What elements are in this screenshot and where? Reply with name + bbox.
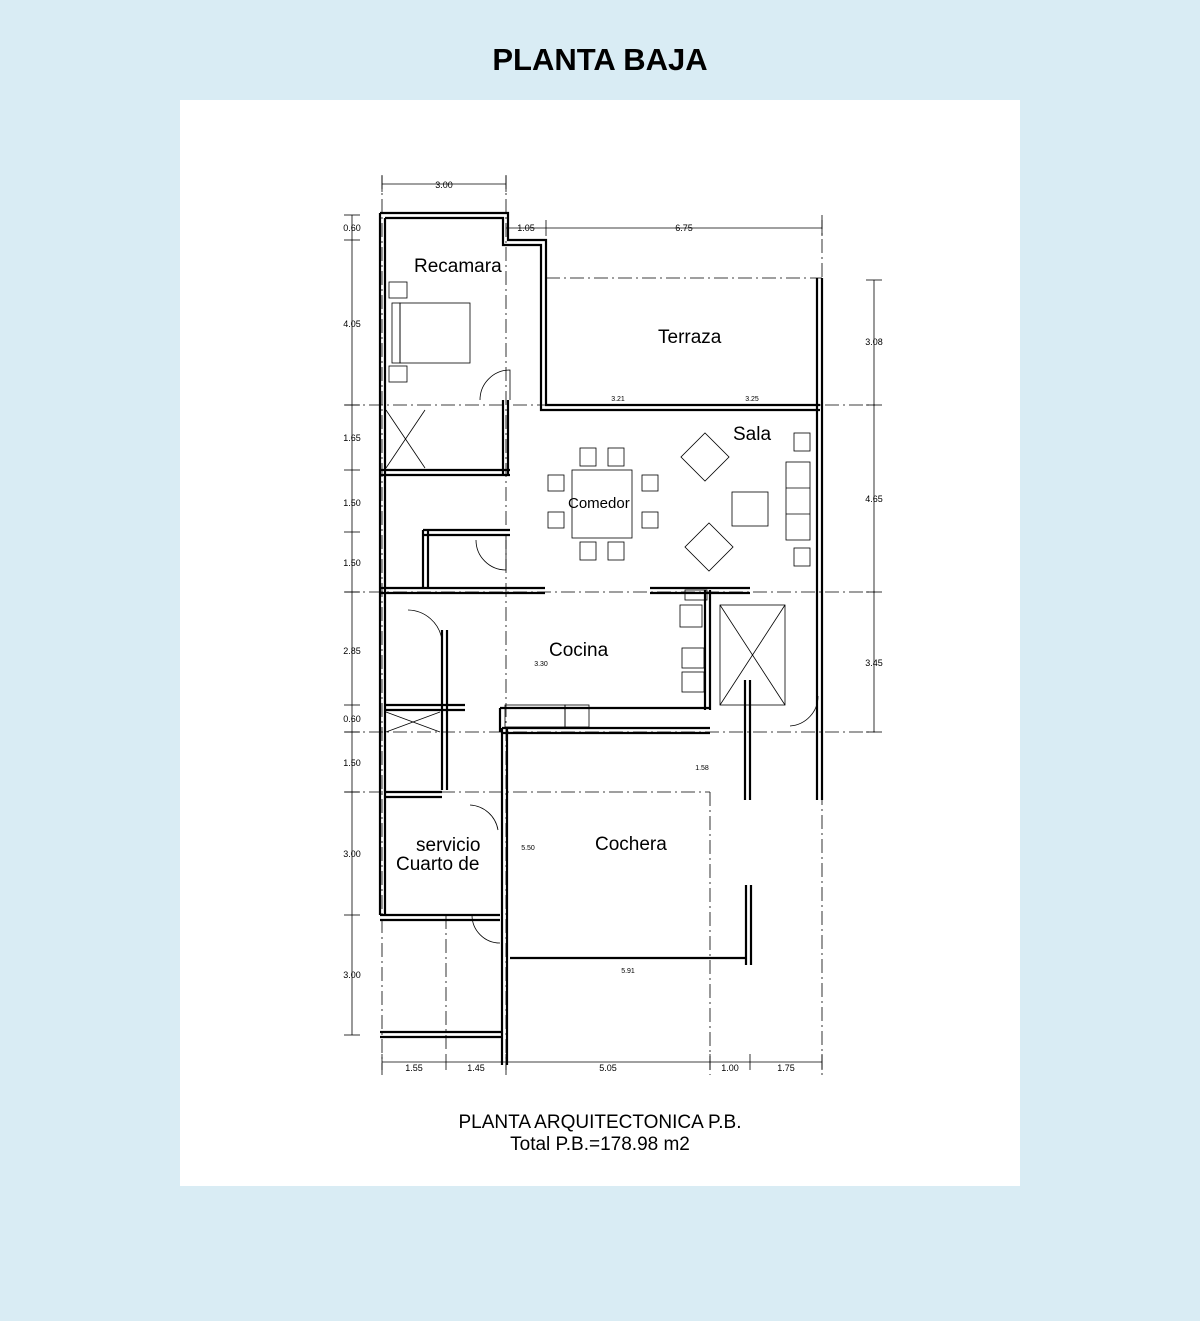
dim-left-10: 3.00: [343, 970, 361, 980]
dim-left-6: 2.85: [343, 646, 361, 656]
dim-bottom-3: 5.05: [599, 1063, 617, 1073]
dim-terraza-b: 3.25: [745, 396, 759, 403]
axis-lines: [345, 175, 875, 1075]
plan-caption-title: PLANTA ARQUITECTONICA P.B.: [458, 1112, 742, 1133]
room-recamara: Recamara: [414, 256, 502, 277]
room-servicio-line1: servicio: [416, 835, 480, 856]
dim-top-right: 6.75: [675, 223, 693, 233]
plan-caption-area: Total P.B.=178.98 m2: [510, 1134, 690, 1155]
dim-left-2: 4.05: [343, 319, 361, 329]
dim-left-8: 1.50: [343, 758, 361, 768]
floor-plan-sheet: 3.00 1.05 6.75 0.60 4.05 1.65 1.50 1.50 …: [180, 100, 1020, 1186]
dim-right-3: 3.45: [865, 658, 883, 668]
dim-left-1: 0.60: [343, 223, 361, 233]
dim-right-1: 3.08: [865, 337, 883, 347]
dim-left-7: 0.60: [343, 714, 361, 724]
furniture: [385, 281, 811, 733]
dim-bottom-1: 1.55: [405, 1063, 423, 1073]
dimension-lines: [344, 176, 882, 1070]
doors: [407, 369, 819, 944]
dim-bottom-5: 1.75: [777, 1063, 795, 1073]
dim-top-left: 3.00: [435, 180, 453, 190]
dimension-labels: 3.00 1.05 6.75 0.60 4.05 1.65 1.50 1.50 …: [343, 180, 883, 1073]
dim-cocina-inner: 3.30: [534, 661, 548, 668]
dim-right-2: 4.65: [865, 494, 883, 504]
dim-left-3: 1.65: [343, 433, 361, 443]
dim-left-5: 1.50: [343, 558, 361, 568]
room-labels: Recamara Terraza Sala Comedor Cocina Coc…: [396, 256, 771, 875]
dim-terraza-a: 3.21: [611, 396, 625, 403]
room-comedor: Comedor: [568, 495, 630, 512]
walls: [378, 211, 824, 1065]
dim-cochera-v: 5.50: [521, 845, 535, 852]
dim-cochera-h: 5.91: [621, 968, 635, 975]
dim-left-4: 1.50: [343, 498, 361, 508]
room-sala: Sala: [733, 424, 771, 445]
room-cochera: Cochera: [595, 834, 667, 855]
room-servicio-line2: Cuarto de: [396, 854, 479, 875]
dim-bottom-4: 1.00: [721, 1063, 739, 1073]
dim-bottom-2: 1.45: [467, 1063, 485, 1073]
dim-top-mid: 1.05: [517, 223, 535, 233]
floor-plan-drawing: 3.00 1.05 6.75 0.60 4.05 1.65 1.50 1.50 …: [343, 175, 883, 1075]
dim-cochera-small: 1.58: [695, 765, 709, 772]
page-title: PLANTA BAJA: [492, 42, 708, 77]
dim-left-9: 3.00: [343, 849, 361, 859]
room-cocina: Cocina: [549, 640, 609, 661]
room-terraza: Terraza: [658, 327, 722, 348]
